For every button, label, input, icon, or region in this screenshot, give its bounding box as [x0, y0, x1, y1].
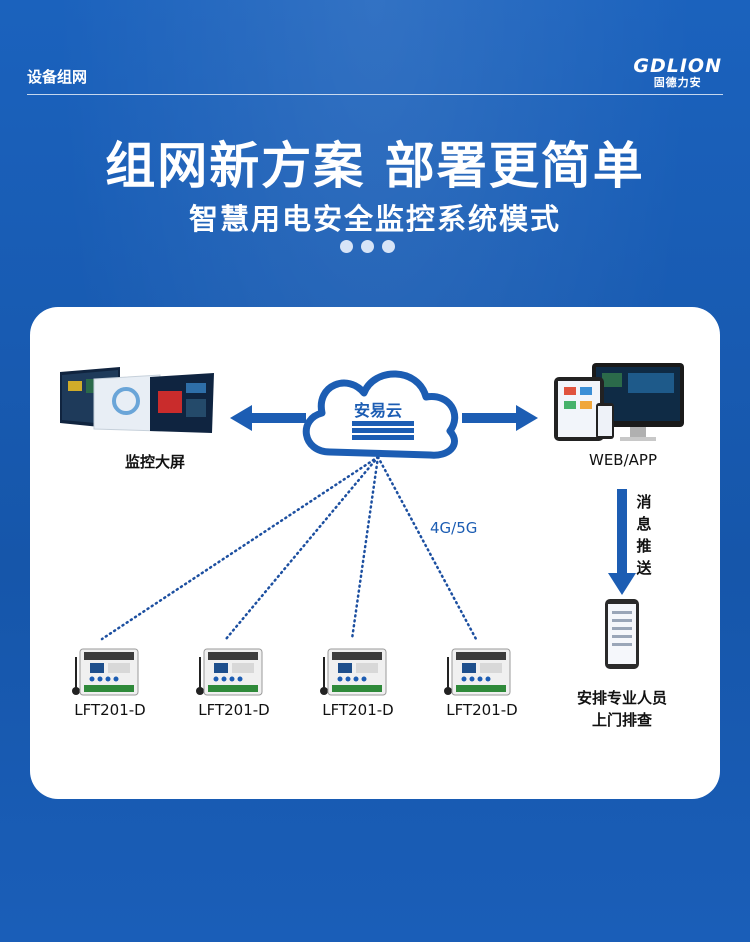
arrow-left-icon — [230, 405, 306, 431]
cloud-icon — [302, 370, 459, 459]
cloud-label: 安易云 — [354, 401, 403, 420]
network-label: 4G/5G — [430, 519, 478, 537]
dot — [340, 240, 353, 253]
push-label: 消 息 推 送 — [634, 491, 654, 579]
dot — [361, 240, 374, 253]
dispatch-label: 安排专业人员 上门排查 — [560, 687, 684, 731]
push-label-char: 推 — [636, 537, 652, 555]
brand-name-en: GDLION — [633, 55, 722, 77]
push-label-char: 消 — [636, 493, 652, 511]
web-app-label: WEB/APP — [588, 451, 657, 469]
dispatch-line-1: 安排专业人员 — [576, 689, 667, 707]
connection-lines — [100, 455, 478, 641]
connection-line — [350, 455, 380, 641]
network-diagram — [60, 363, 684, 696]
monitor-wall-icon — [60, 367, 214, 433]
diagram-card: 安易云 监控大屏 WEB/APP 4G/5G 消 息 推 送 安排专业人员 上门… — [30, 307, 720, 799]
device-icon — [444, 648, 511, 696]
arrow-down-icon — [608, 489, 636, 595]
device-icon — [196, 648, 263, 696]
sub-title: 智慧用电安全监控系统模式 — [188, 202, 561, 236]
section-label: 设备组网 — [27, 68, 88, 86]
pagination-dots — [340, 240, 395, 253]
brand-logo: GDLION 固德力安 — [633, 56, 722, 90]
dispatch-line-2: 上门排查 — [591, 711, 652, 729]
device-label: LFT201-D — [74, 701, 146, 719]
monitor-wall-label: 监控大屏 — [124, 453, 185, 471]
device-icon — [72, 648, 139, 696]
push-label-char: 送 — [636, 559, 652, 577]
connection-line — [224, 455, 380, 641]
arrow-right-icon — [462, 405, 538, 431]
brand-name-cn: 固德力安 — [653, 76, 702, 89]
device-icon — [320, 648, 387, 696]
dot — [382, 240, 395, 253]
phone-icon — [605, 599, 639, 669]
connection-line — [100, 455, 380, 641]
device-label: LFT201-D — [198, 701, 270, 719]
web-app-devices-icon — [554, 363, 684, 441]
push-label-char: 息 — [636, 515, 652, 533]
device-label: LFT201-D — [322, 701, 394, 719]
main-title: 组网新方案 部署更简单 — [105, 137, 645, 195]
header-divider — [27, 94, 723, 95]
connection-line — [376, 455, 478, 641]
device-label: LFT201-D — [446, 701, 518, 719]
